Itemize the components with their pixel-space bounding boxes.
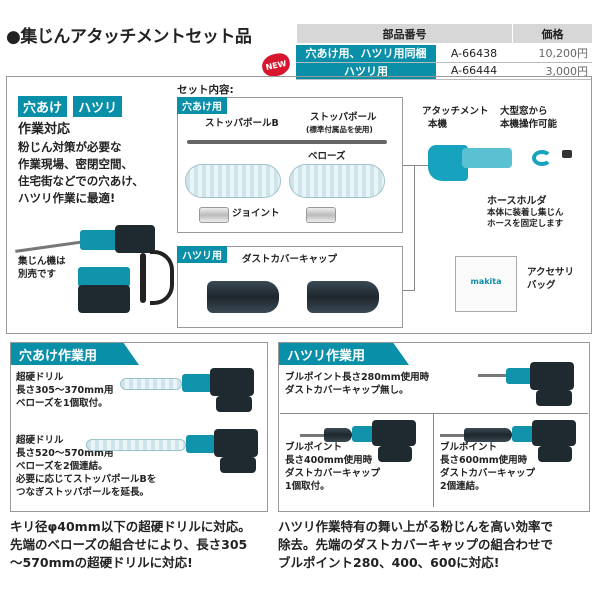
chip-divider xyxy=(280,413,588,414)
usage-description: 粉じん対策が必要な 作業現場、密閉空間、 住宅街などでの穴あけ、 ハツリ作業に最… xyxy=(18,140,144,205)
connector-line xyxy=(403,165,433,166)
parts-number: A-66438 xyxy=(436,45,512,63)
chip-tool-3 xyxy=(440,420,586,466)
drill-box-tag-wrap: 穴あけ用 xyxy=(177,97,227,114)
parts-header-partno: 部品番号 xyxy=(296,23,513,44)
usage-heading: 作業対応 xyxy=(18,122,71,137)
bellows-label: ベローズ xyxy=(308,151,346,162)
attachment-body xyxy=(428,145,468,181)
drill-box-tag: 穴あけ用 xyxy=(177,97,227,114)
window-label: 大型窓から 本機操作可能 xyxy=(500,106,558,130)
chip-section-header: ハツリ作業用 xyxy=(279,343,409,365)
chip-item2-text: ブルポイント 長さ400mm使用時 ダストカバーキャップ 1個取付。 xyxy=(285,442,381,492)
tag-chip: ハツリ xyxy=(73,96,123,117)
chip-contents-box xyxy=(177,246,403,328)
drill-tool-1 xyxy=(120,366,260,416)
hammer-vacuum-illustration xyxy=(10,225,178,320)
drill-tool-2 xyxy=(86,425,262,475)
connector-line xyxy=(414,165,415,291)
stopper-note: (標準付属品を使用) xyxy=(306,125,373,134)
chip-section-box: ハツリ作業用 xyxy=(278,342,590,512)
chip-item1-text: ブルポイント長さ280mm使用時 ダストカバーキャップ無し。 xyxy=(285,372,430,396)
joint-label: ジョイント xyxy=(232,208,280,219)
parts-category: 穴あけ用、ハツリ用同梱 xyxy=(296,45,436,63)
overview-box xyxy=(6,76,592,334)
stopper-pole xyxy=(187,140,387,144)
parts-price: 10,200円 xyxy=(512,45,592,63)
attachment-label: アタッチメント 本機 xyxy=(422,106,489,130)
dust-cap-1 xyxy=(207,281,279,313)
stopper-label: ストッパポール xyxy=(310,112,377,123)
tag-drill: 穴あけ xyxy=(18,96,68,117)
joint-2 xyxy=(306,207,336,223)
bellows-2 xyxy=(289,164,385,198)
dust-cap-2 xyxy=(307,281,379,313)
vacuum-note: 集じん機は 別売です xyxy=(18,256,66,280)
drill-section-box: 穴あけ作業用 xyxy=(10,342,268,512)
bag-label: アクセサリ バッグ xyxy=(527,267,575,291)
chip-tool-1 xyxy=(478,360,584,410)
new-badge: NEW xyxy=(260,51,292,79)
set-contents-label: セット内容: xyxy=(177,84,234,96)
drill-item1-text: 超硬ドリル 長さ305〜370mm用 ベローズを1個取付。 xyxy=(16,372,114,409)
parts-table: 部品番号 価格 xyxy=(296,23,593,44)
hose-holder-icon xyxy=(532,150,552,166)
hose-holder-label: ホースホルダ 本体に装着し集じん ホースを固定します xyxy=(487,196,564,229)
stopper-b-label: ストッパポールB xyxy=(205,118,279,129)
bellows-1 xyxy=(185,164,281,198)
bag-logo: makita xyxy=(470,277,502,286)
drill-footer-text: キリ径φ40mm以下の超硬ドリルに対応。 先端のベローズの組合せにより、長さ30… xyxy=(10,519,251,570)
drill-contents-box xyxy=(177,97,403,233)
accessory-bag: makita xyxy=(455,256,517,312)
page-title: ●集じんアタッチメントセット品 xyxy=(6,27,252,47)
screw-icon xyxy=(562,150,572,158)
chip-box-tag-wrap: ハツリ用 xyxy=(177,246,227,263)
table-row: ハツリ用 A-66444 3,000円 xyxy=(296,62,592,80)
joint-1 xyxy=(199,207,229,223)
parts-header-price: 価格 xyxy=(512,23,593,44)
chip-item3-text: ブルポイント 長さ600mm使用時 ダストカバーキャップ 2個連結。 xyxy=(440,442,536,492)
drill-section-header: 穴あけ作業用 xyxy=(11,343,139,365)
parts-category: ハツリ用 xyxy=(296,62,436,80)
chip-divider-vertical xyxy=(433,413,434,507)
parts-price: 3,000円 xyxy=(512,62,592,80)
parts-table-body: 穴あけ用、ハツリ用同梱 A-66438 10,200円 ハツリ用 A-66444… xyxy=(296,45,592,80)
chip-tool-2 xyxy=(300,420,428,466)
usage-tags: 穴あけ ハツリ xyxy=(18,96,123,117)
chip-footer-text: ハツリ作業特有の舞い上がる粉じんを高い効率で 除去。先端のダストカバーキャップの… xyxy=(278,519,554,570)
cap-label: ダストカバーキャップ xyxy=(242,254,338,265)
connector-line xyxy=(403,290,415,291)
parts-number: A-66444 xyxy=(436,62,512,80)
drill-item2-text: 超硬ドリル 長さ520〜570mm用 ベローズを2個連結。 必要に応じてストッパ… xyxy=(16,435,157,498)
chip-box-tag: ハツリ用 xyxy=(177,246,227,263)
table-row: 穴あけ用、ハツリ用同梱 A-66438 10,200円 xyxy=(296,45,592,63)
attachment-frame xyxy=(462,148,512,168)
